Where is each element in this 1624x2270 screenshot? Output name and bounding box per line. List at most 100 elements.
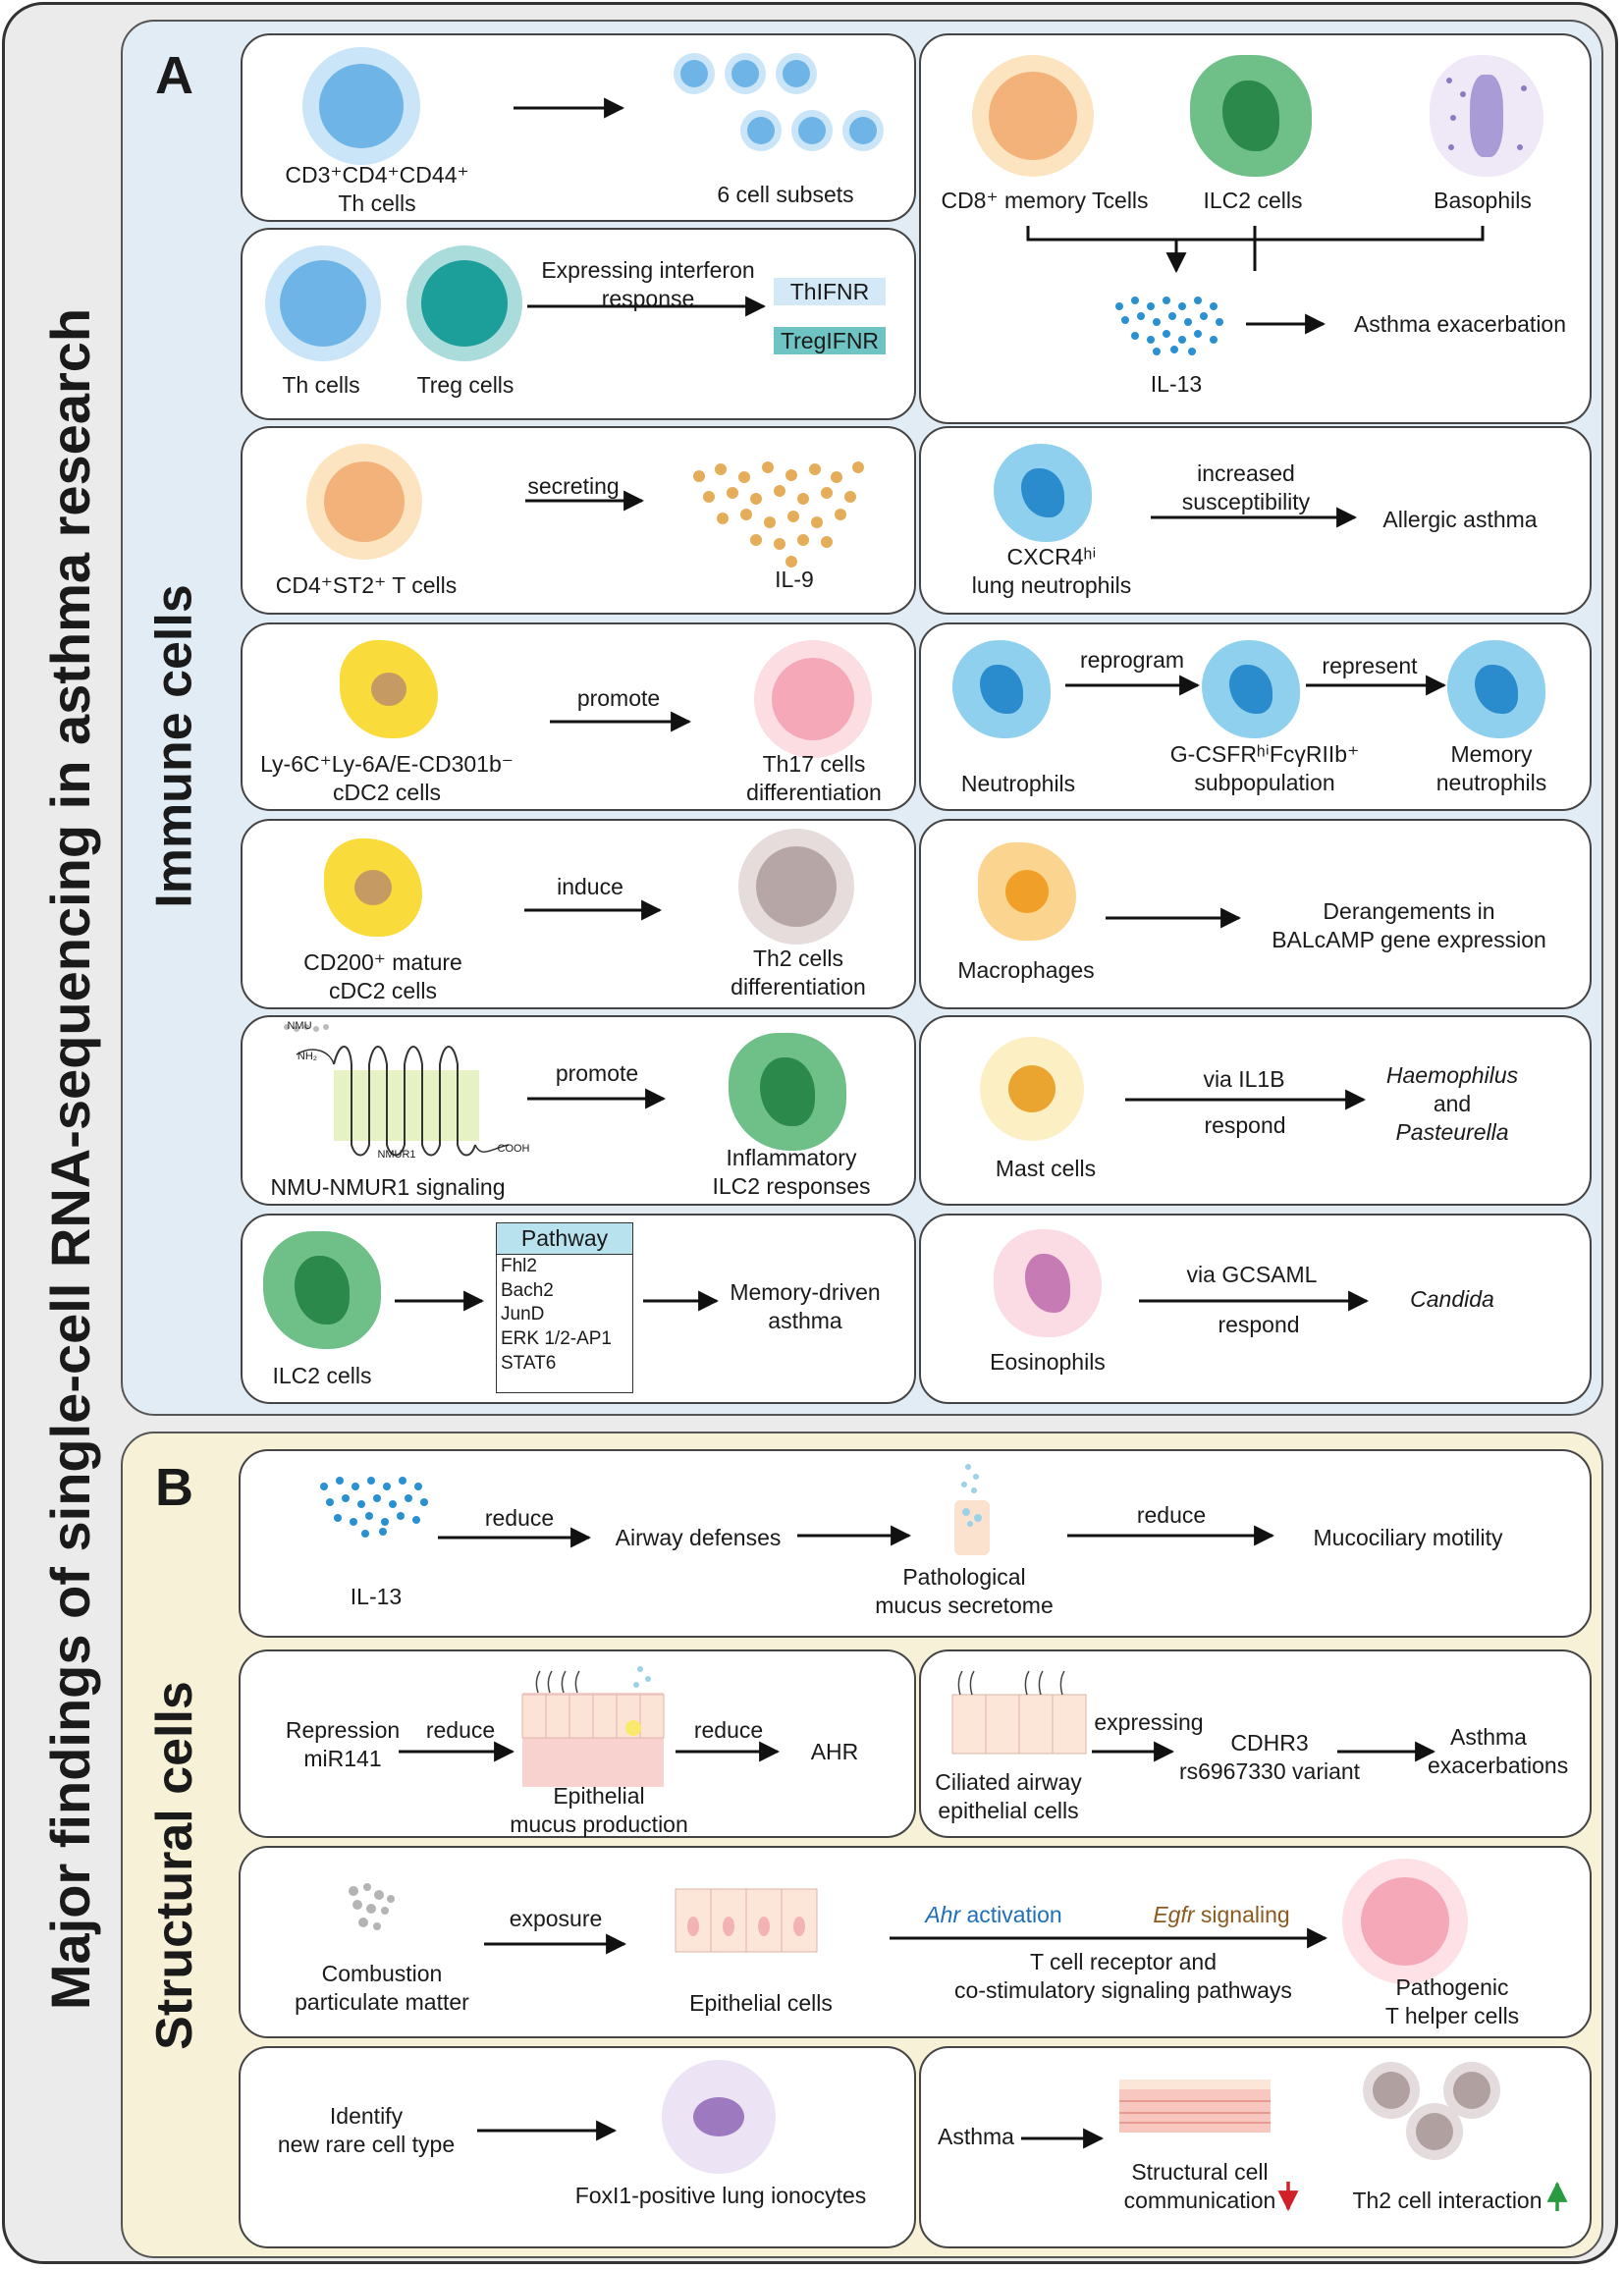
th2-cell-small-icon	[1443, 2062, 1500, 2119]
ilc2-cell-icon	[263, 1231, 381, 1349]
asthma-exacerbation-label: Asthma exacerbation	[1353, 311, 1567, 337]
cd8-memory-t-cell-icon	[972, 55, 1094, 177]
gcsfr-subpopulation-label: G-CSFRʰⁱFcγRIIb⁺subpopulation	[1169, 741, 1360, 796]
reduce-label: reduce	[425, 1717, 496, 1743]
section-b-letter: B	[155, 1458, 193, 1517]
respond-label: respond	[1218, 1312, 1300, 1337]
neutrophils-label: Neutrophils	[960, 771, 1076, 796]
ionocyte-icon	[662, 2060, 776, 2174]
memory-neutrophil-icon	[1447, 640, 1545, 738]
reprogram-label: reprogram	[1079, 647, 1185, 673]
pathway-item: JunD	[501, 1304, 545, 1325]
reduce-label: reduce	[693, 1717, 764, 1743]
il13-label: IL-13	[350, 1584, 403, 1609]
cd4-st2-label: CD4⁺ST2⁺ T cells	[275, 572, 458, 598]
ilc2-cell-icon	[1190, 55, 1312, 177]
secreting-label: secreting	[527, 473, 620, 499]
figure-title: Major findings of single-cell RNA-sequen…	[39, 307, 102, 2010]
epithelial-cells-label: Epithelial cells	[689, 1990, 833, 2016]
exposure-label: exposure	[509, 1906, 603, 1931]
ilc2-cells-label: ILC2 cells	[272, 1363, 372, 1388]
cd8-memory-label: CD8⁺ memory Tcells	[941, 188, 1149, 213]
candida-label: Candida	[1410, 1286, 1494, 1312]
th2-cell-small-icon	[1406, 2103, 1463, 2160]
subset-cell-icon	[725, 53, 766, 94]
via-il1b-label: via IL1B	[1203, 1066, 1285, 1092]
nh2-tag: NH₂	[297, 1051, 318, 1062]
ahr-activation-label: Ahr activation	[925, 1902, 1062, 1927]
pathway-title: Pathway	[497, 1223, 632, 1255]
cooh-tag: COOH	[497, 1143, 530, 1155]
th2-cell-icon	[738, 829, 854, 945]
th17-cell-icon	[754, 640, 872, 758]
pathway-item: Fhl2	[501, 1256, 537, 1276]
basophils-label: Basophils	[1434, 188, 1532, 213]
section-b-label: Structural cells	[146, 1681, 203, 2050]
ionocytes-label: FoxI1-positive lung ionocytes	[574, 2183, 867, 2208]
represent-label: represent	[1322, 653, 1418, 678]
egfr-signaling-label: Egfr signaling	[1153, 1902, 1290, 1927]
panel-ionocytes	[239, 2046, 916, 2248]
treg-cells-label: Treg cells	[416, 372, 514, 398]
neutrophil-icon	[952, 640, 1051, 738]
cd4-st2-t-cell-icon	[306, 444, 422, 560]
section-a-letter: A	[155, 46, 193, 105]
eosinophils-label: Eosinophils	[990, 1349, 1106, 1375]
th-cells-label: Th cells	[282, 372, 360, 398]
macrophages-label: Macrophages	[957, 957, 1095, 983]
th2-cell-small-icon	[1363, 2062, 1420, 2119]
th-cells-label: CD3⁺CD4⁺CD44⁺Th cells	[285, 162, 469, 217]
il13-label: IL-13	[1150, 371, 1203, 397]
promote-label: promote	[576, 685, 661, 711]
mast-cell-icon	[980, 1037, 1084, 1141]
cd200-cdc2-icon	[324, 838, 422, 937]
reduce-label: reduce	[484, 1505, 555, 1531]
macrophage-icon	[978, 842, 1076, 941]
cdc2-cells-label: Ly-6C⁺Ly-6A/E-CD301b⁻cDC2 cells	[260, 751, 514, 806]
cdc2-dendritic-cell-icon	[340, 640, 438, 738]
cxcr4-neutrophil-icon	[994, 444, 1092, 542]
nmu-tag: NMU	[287, 1020, 312, 1032]
treg-cell-icon	[406, 245, 522, 361]
thifnr-tag: ThIFNR	[774, 278, 886, 305]
th-cell-icon	[302, 47, 420, 165]
panel-il13-mucus	[239, 1449, 1592, 1638]
pathway-box: Pathway Fhl2 Bach2 JunD ERK 1/2-AP1 STAT…	[496, 1222, 633, 1393]
eosinophil-icon	[994, 1229, 1102, 1337]
mast-cells-label: Mast cells	[995, 1156, 1097, 1181]
cell-subsets-label: 6 cell subsets	[717, 182, 854, 207]
th-cell-icon	[265, 245, 381, 361]
haemophilus-label: Haemophilus	[1385, 1062, 1519, 1088]
gcsfr-neutrophil-icon	[1202, 640, 1300, 738]
pathway-item: Bach2	[501, 1279, 554, 1301]
nmu-signaling-label: NMU-NMUR1 signaling	[270, 1174, 506, 1200]
nmur1-tag: NMUR1	[377, 1149, 416, 1161]
subset-cell-icon	[740, 110, 782, 151]
asthma-label: Asthma	[938, 2124, 1014, 2149]
promote-label: promote	[555, 1060, 639, 1086]
mucociliary-motility-label: Mucociliary motility	[1313, 1525, 1503, 1550]
subset-cell-icon	[674, 53, 715, 94]
pathway-item: ERK 1/2-AP1	[501, 1328, 612, 1350]
pathway-item: STAT6	[501, 1352, 557, 1374]
pathogenic-t-helper-icon	[1342, 1859, 1468, 1984]
inflammatory-ilc2-icon	[729, 1033, 846, 1151]
